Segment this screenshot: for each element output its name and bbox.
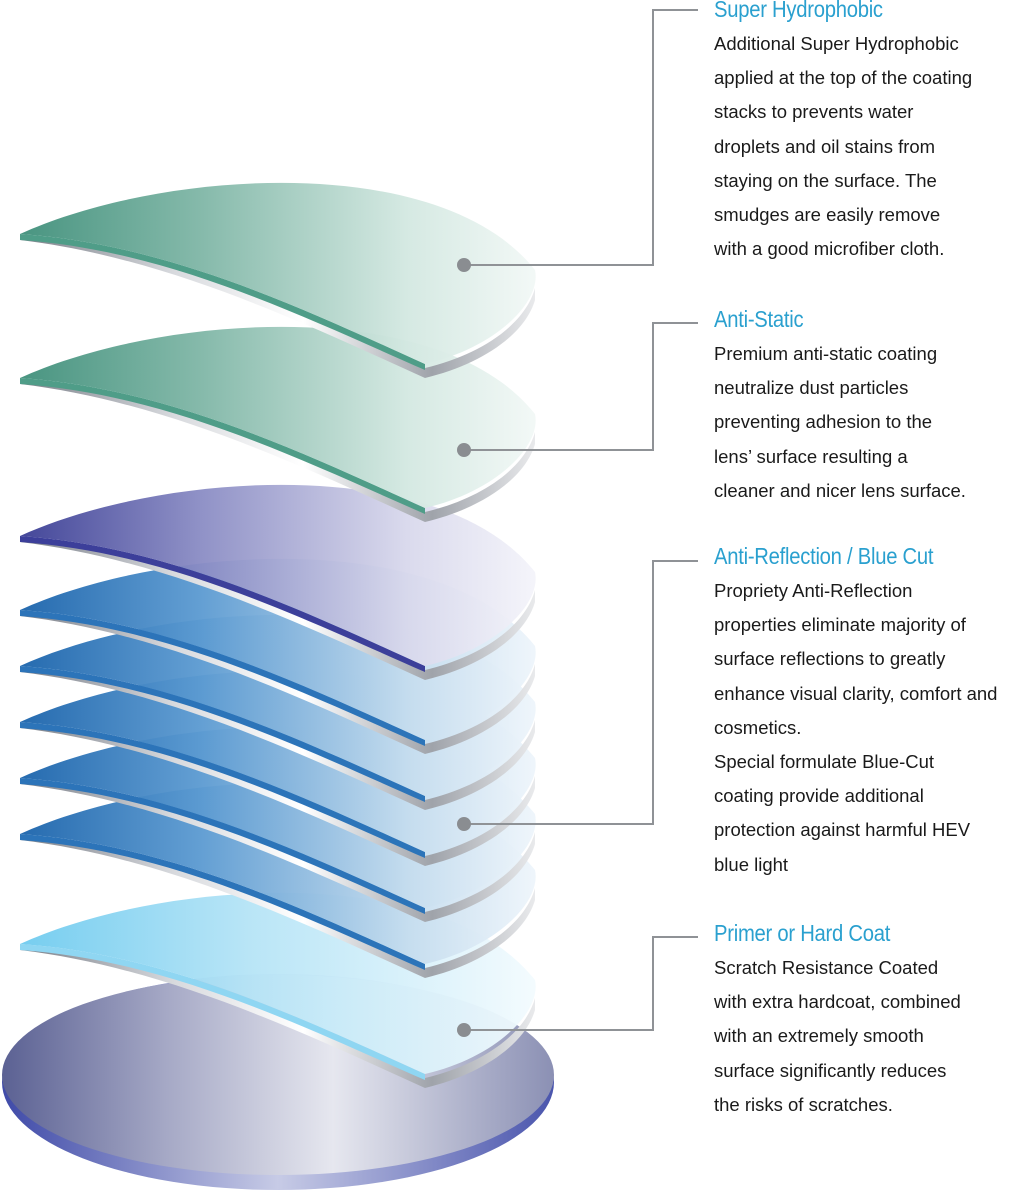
- anti-reflection-blue-cut-title: Anti-Reflection / Blue Cut: [714, 543, 934, 569]
- super-hydrophobic-title: Super Hydrophobic: [714, 0, 883, 22]
- description-line: with a good microfiber cloth.: [714, 238, 945, 260]
- description-line: surface reflections to greatly: [714, 648, 946, 670]
- anti-static-layer: [20, 326, 536, 522]
- description-line: neutralize dust particles: [714, 377, 909, 399]
- description-line: surface significantly reduces: [714, 1059, 947, 1081]
- description-line: smudges are easily remove: [714, 204, 941, 226]
- description-line: enhance visual clarity, comfort and: [714, 682, 998, 704]
- super-hydrophobic-layer: [20, 182, 536, 378]
- description-line: blue light: [714, 853, 789, 875]
- anti-reflection-layer: [20, 484, 536, 680]
- description-line: applied at the top of the coating: [714, 67, 973, 89]
- description-line: Special formulate Blue-Cut: [714, 751, 935, 773]
- description-line: droplets and oil stains from: [714, 135, 936, 157]
- anti-reflection-blue-cut-description: Propriety Anti-Reflection properties elim…: [714, 574, 997, 882]
- description-line: coating provide additional: [714, 785, 924, 807]
- description-line: with an extremely smooth: [714, 1025, 924, 1047]
- description-line: cosmetics.: [714, 716, 802, 738]
- description-line: properties eliminate majority of: [714, 614, 966, 636]
- description-line: protection against harmful HEV: [714, 819, 971, 841]
- description-line: preventing adhesion to the: [714, 411, 933, 433]
- primer-hard-coat-leader-dot: [457, 1023, 471, 1037]
- primer-hard-coat-leader-line: [464, 936, 698, 1031]
- description-line: Scratch Resistance Coated: [714, 957, 939, 978]
- super-hydrophobic-leader-line: [464, 9, 698, 266]
- anti-reflection-blue-cut-leader-line: [464, 560, 698, 825]
- description-line: staying on the surface. The: [714, 169, 937, 191]
- description-line: stacks to prevents water: [714, 101, 914, 123]
- description-line: Premium anti-static coating: [714, 343, 938, 364]
- description-line: cleaner and nicer lens surface.: [714, 479, 966, 501]
- anti-static-title: Anti-Static: [714, 306, 804, 332]
- description-line: the risks of scratches.: [714, 1093, 893, 1115]
- anti-static-leader-line: [464, 322, 698, 451]
- super-hydrophobic-description: Additional Super Hydrophobic applied at t…: [714, 27, 972, 266]
- description-line: Propriety Anti-Reflection: [714, 580, 913, 601]
- super-hydrophobic-leader-dot: [457, 258, 471, 272]
- description-line: Additional Super Hydrophobic: [714, 33, 959, 54]
- anti-static-leader-dot: [457, 443, 471, 457]
- primer-hard-coat-title: Primer or Hard Coat: [714, 920, 891, 946]
- description-line: with extra hardcoat, combined: [714, 991, 961, 1013]
- primer-hard-coat-description: Scratch Resistance Coated with extra hard…: [714, 951, 961, 1122]
- anti-reflection-blue-cut-leader-dot: [457, 817, 471, 831]
- description-line: lens’ surface resulting a: [714, 445, 908, 467]
- anti-static-description: Premium anti-static coating neutralize du…: [714, 337, 966, 508]
